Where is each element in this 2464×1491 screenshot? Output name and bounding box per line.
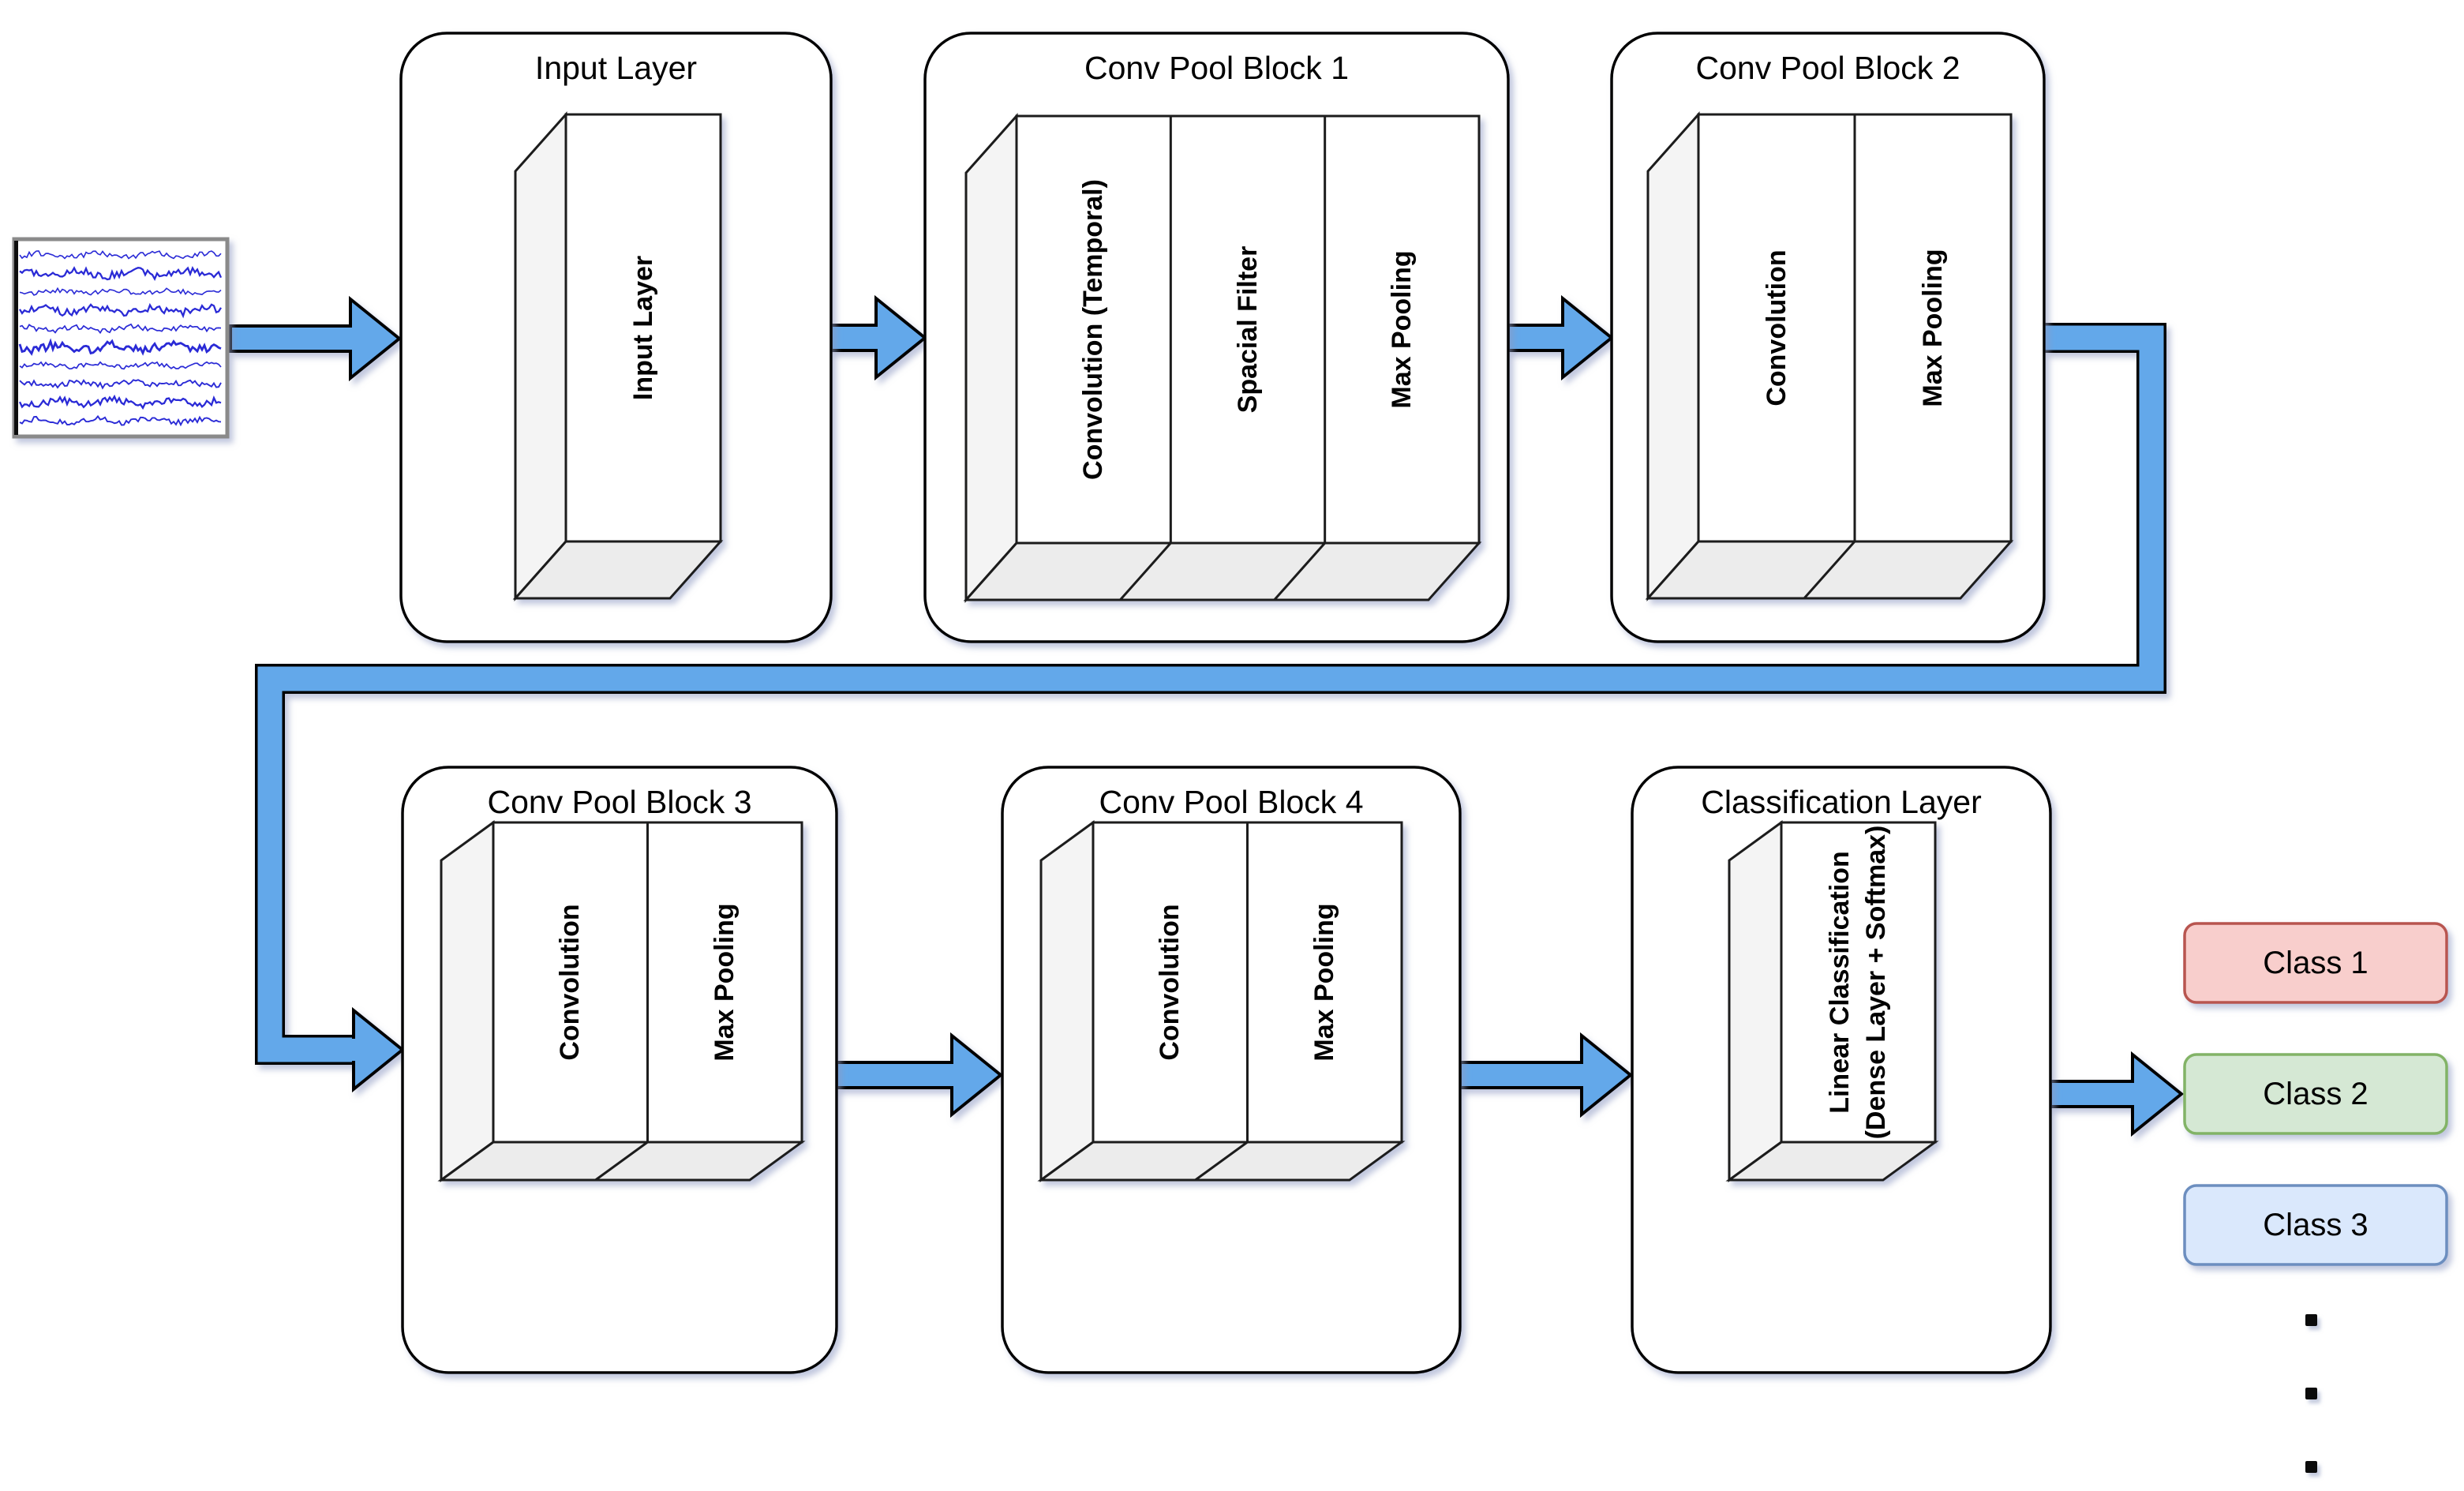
cuboid-conv-pool-block-1 — [963, 113, 1482, 603]
label-input-layer-section-1: Input Layer — [627, 255, 658, 401]
eeg-trace — [19, 302, 222, 319]
class-3-label: Class 3 — [2263, 1207, 2369, 1242]
label-conv-pool-block-3-section-2: Max Pooling — [709, 903, 740, 1062]
class-2-label: Class 2 — [2263, 1076, 2369, 1111]
flow-pipe — [255, 323, 2166, 1093]
class-3-box — [2183, 1184, 2448, 1266]
label-classification-layer-section-1: Linear Classification (Dense Layer + Sof… — [1824, 825, 1891, 1140]
label-conv-pool-block-4-section-2: Max Pooling — [1309, 903, 1339, 1062]
cuboid-conv-pool-block-2 — [1645, 111, 2014, 601]
flow-arrow-icon — [2049, 1051, 2185, 1137]
eeg-trace — [19, 323, 222, 335]
title-classification-layer: Classification Layer — [1701, 784, 1982, 820]
eeg-trace — [19, 414, 222, 427]
cuboid-conv-pool-block-3 — [437, 820, 806, 1182]
flow-arrow-icon — [1459, 1032, 1634, 1118]
title-conv-pool-block-1: Conv Pool Block 1 — [1084, 50, 1349, 86]
title-input-layer: Input Layer — [534, 50, 698, 86]
class-2-box — [2183, 1053, 2448, 1135]
label-conv-pool-block-2-section-2: Max Pooling — [1917, 249, 1948, 407]
flow-arrow-icon — [835, 1032, 1004, 1118]
title-conv-pool-block-2: Conv Pool Block 2 — [1695, 50, 1960, 86]
eeg-trace — [19, 265, 223, 281]
eeg-trace — [19, 379, 222, 390]
cuboid-conv-pool-block-4 — [1037, 820, 1406, 1182]
ellipsis-dot — [2305, 1461, 2317, 1473]
class-1-label: Class 1 — [2263, 945, 2369, 980]
eeg-signal-image — [12, 237, 230, 439]
class-1-box — [2183, 922, 2448, 1004]
flow-pipe-arrowhead-icon — [352, 1006, 406, 1093]
eeg-trace — [18, 338, 222, 356]
flow-arrow-icon — [1507, 294, 1615, 381]
label-conv-pool-block-1-section-3: Max Pooling — [1386, 250, 1417, 409]
title-conv-pool-block-3: Conv Pool Block 3 — [487, 784, 752, 820]
cuboid-input-layer — [512, 111, 724, 601]
ellipsis-dot — [2305, 1314, 2317, 1326]
ellipsis-dot — [2305, 1388, 2317, 1399]
eeg-trace — [19, 361, 222, 370]
eeg-trace — [18, 394, 222, 410]
title-conv-pool-block-4: Conv Pool Block 4 — [1099, 784, 1364, 820]
eeg-trace — [19, 250, 222, 260]
flow-arrow-icon — [229, 295, 403, 382]
cuboid-classification-layer — [1725, 820, 1939, 1182]
flow-arrow-icon — [829, 294, 928, 381]
eeg-trace — [19, 287, 222, 296]
